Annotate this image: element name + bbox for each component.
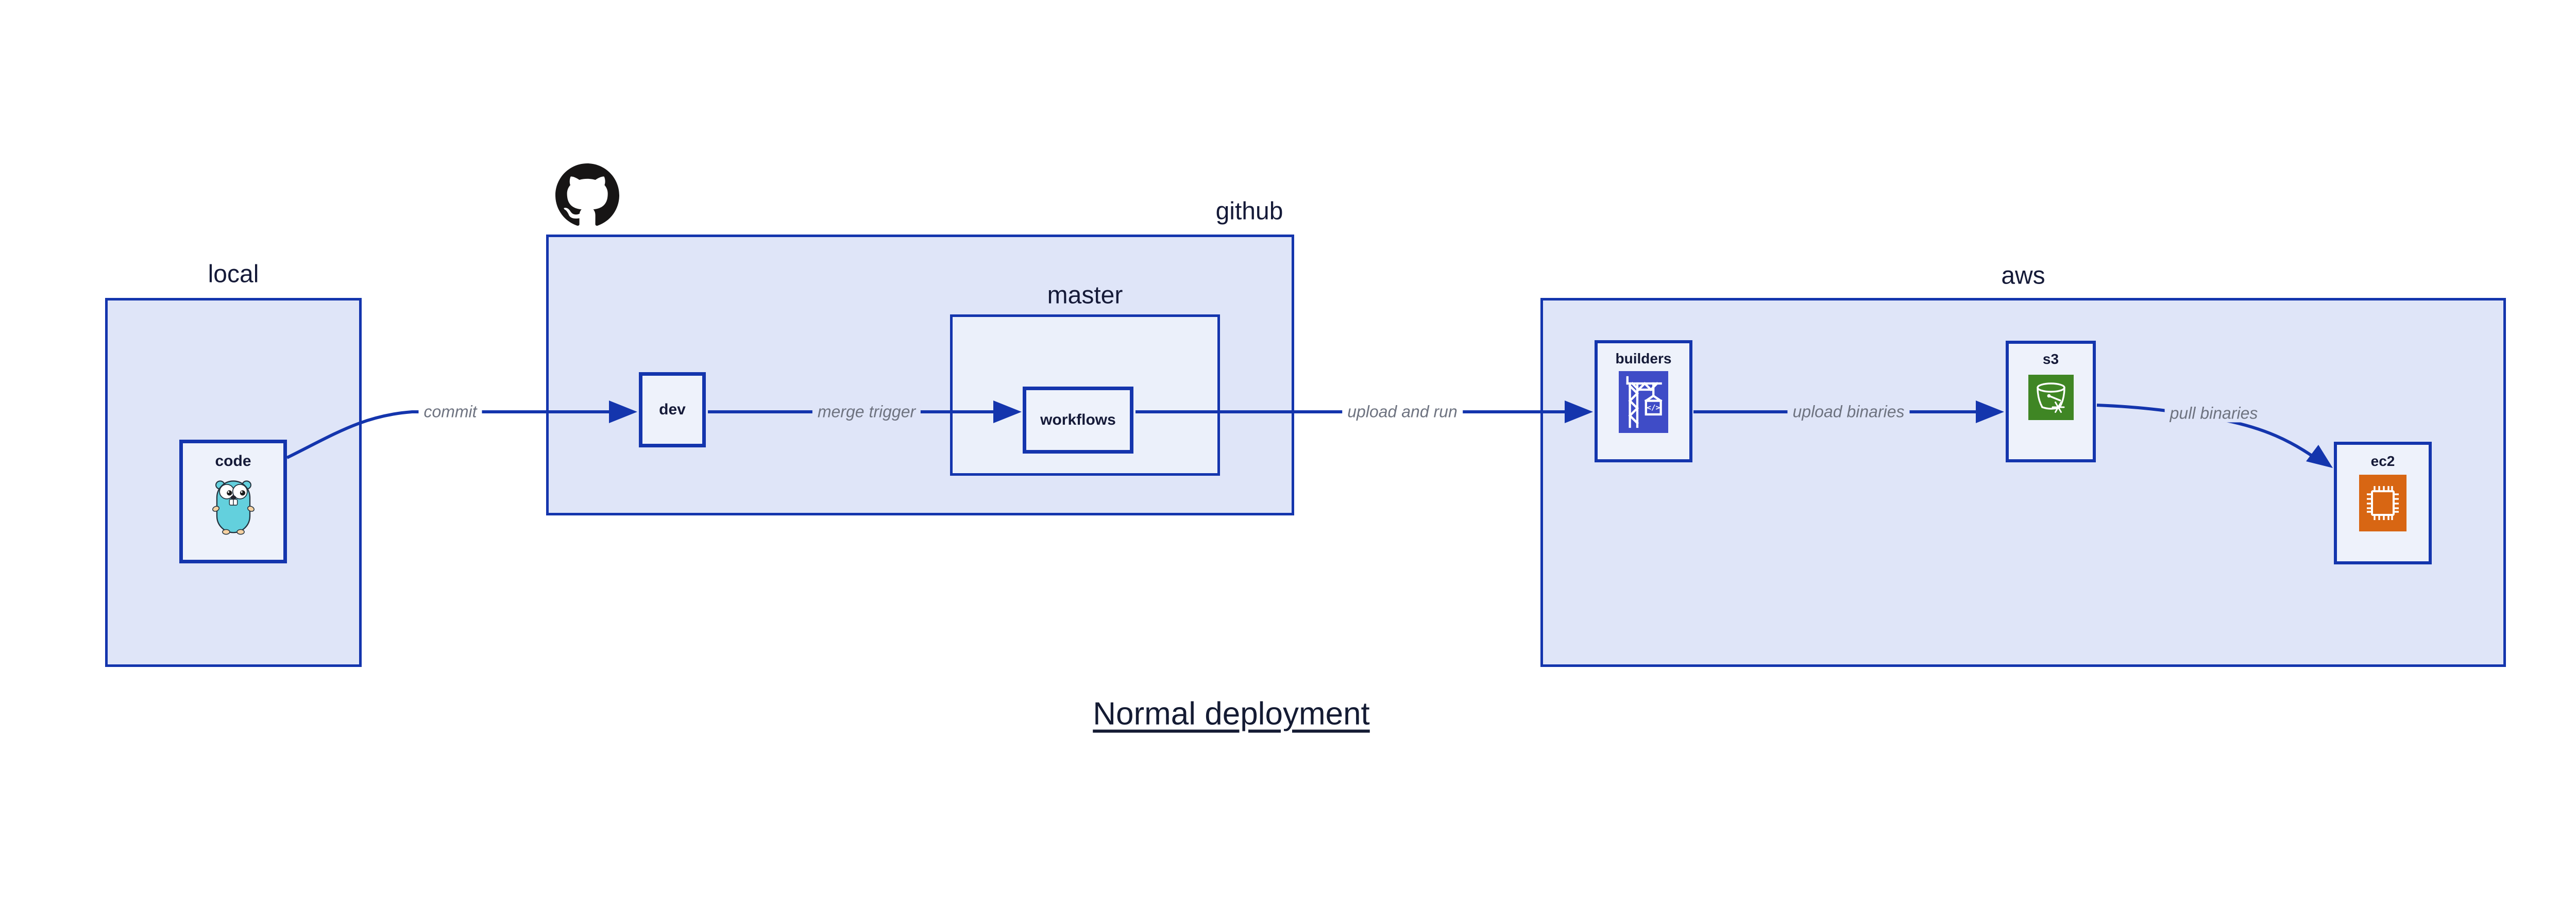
group-aws-label: aws — [2001, 262, 2045, 290]
diagram-title: Normal deployment — [1093, 696, 1370, 732]
node-code-label: code — [215, 453, 251, 470]
edge-label-upload-binaries: upload binaries — [1787, 403, 1910, 421]
go-gopher-icon — [212, 477, 255, 538]
edge-label-upload-and-run: upload and run — [1342, 403, 1463, 421]
group-local-label: local — [208, 260, 259, 288]
node-workflows-label: workflows — [1040, 411, 1116, 428]
node-builders: builders </> — [1595, 340, 1692, 462]
node-code: code — [179, 440, 287, 563]
node-dev: dev — [639, 372, 706, 447]
node-workflows: workflows — [1023, 387, 1133, 454]
node-ec2: ec2 — [2334, 442, 2432, 564]
node-dev-label: dev — [659, 401, 686, 418]
s3-glacier-icon — [2028, 375, 2074, 423]
node-builders-label: builders — [1615, 350, 1672, 366]
ec2-chip-icon — [2359, 475, 2406, 534]
github-octocat-icon — [555, 163, 619, 230]
node-s3-label: s3 — [2042, 351, 2059, 367]
edge-label-pull-binaries: pull binaries — [2164, 404, 2263, 423]
node-ec2-label: ec2 — [2370, 453, 2395, 469]
edge-label-merge-trigger: merge trigger — [812, 403, 921, 421]
svg-text:</>: </> — [1647, 404, 1660, 412]
codebuild-icon: </> — [1619, 371, 1668, 436]
group-master-label: master — [1047, 281, 1123, 309]
group-github-label: github — [1215, 197, 1283, 225]
node-s3: s3 — [2006, 341, 2096, 462]
edge-label-commit: commit — [418, 403, 482, 421]
